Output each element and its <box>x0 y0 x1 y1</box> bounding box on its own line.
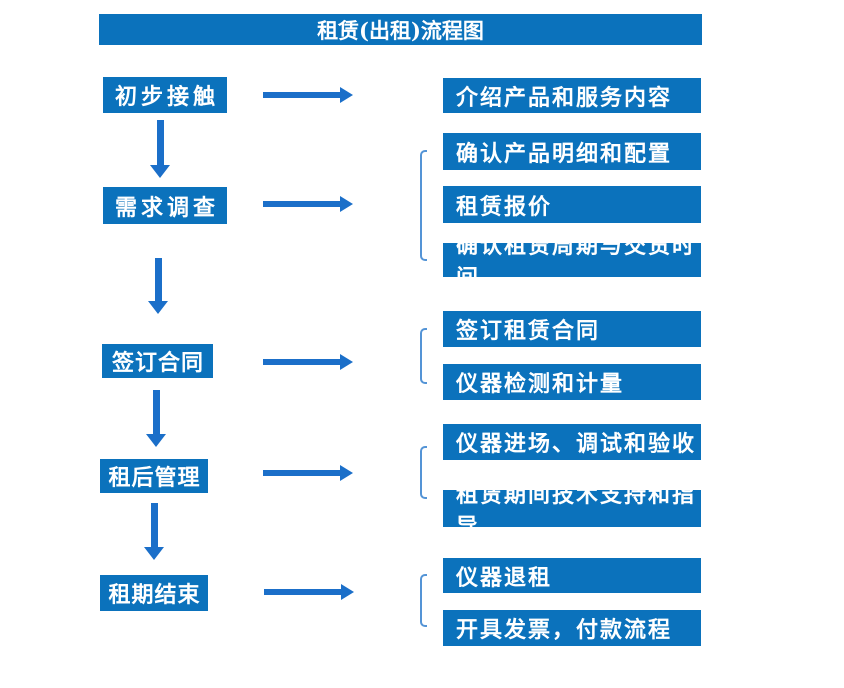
flowchart-title: 租赁(出租)流程图 <box>99 14 702 45</box>
down-arrow-head <box>146 434 166 447</box>
down-arrow-4-icon <box>144 503 164 560</box>
detail-box-instrument-return: 仪器退租 <box>443 558 701 593</box>
detail-box-technical-support: 租赁期间技术支持和指导 <box>443 482 701 540</box>
step-box-post-rental-management: 租后管理 <box>100 459 208 493</box>
right-arrow-shaft <box>263 359 341 365</box>
right-arrow-shaft <box>263 201 341 207</box>
right-arrow-head <box>340 354 353 370</box>
step-box-sign-contract: 签订合同 <box>102 344 213 378</box>
right-arrow-head <box>340 465 353 481</box>
detail-box-rental-quote: 租赁报价 <box>443 186 701 223</box>
right-arrow-2-icon <box>263 196 353 212</box>
right-arrow-head <box>340 87 353 103</box>
down-arrow-head <box>144 547 164 560</box>
right-arrow-5-icon <box>264 584 354 600</box>
right-arrow-shaft <box>263 92 341 98</box>
right-arrow-1-icon <box>263 87 353 103</box>
down-arrow-shaft <box>154 258 162 301</box>
detail-box-instrument-setup-acceptance: 仪器进场、调试和验收 <box>443 424 701 460</box>
group-bracket-rental-end <box>420 574 427 627</box>
right-arrow-4-icon <box>263 465 353 481</box>
down-arrow-1-icon <box>150 120 170 178</box>
step-box-initial-contact: 初步接触 <box>103 77 227 113</box>
right-arrow-head <box>340 196 353 212</box>
right-arrow-shaft <box>263 470 341 476</box>
right-arrow-3-icon <box>263 354 353 370</box>
down-arrow-3-icon <box>146 390 166 447</box>
right-arrow-head <box>341 584 354 600</box>
step-box-rental-end: 租期结束 <box>100 575 208 611</box>
down-arrow-head <box>150 165 170 178</box>
down-arrow-head <box>148 301 168 314</box>
detail-box-instrument-testing: 仪器检测和计量 <box>443 364 701 400</box>
group-bracket-post-rental-management <box>420 446 427 499</box>
detail-box-confirm-product-config: 确认产品明细和配置 <box>443 133 701 170</box>
detail-box-confirm-period-delivery: 确认租赁周期与交货时间 <box>443 233 701 291</box>
right-arrow-shaft <box>264 589 342 595</box>
down-arrow-shaft <box>152 390 160 434</box>
detail-box-invoice-payment: 开具发票，付款流程 <box>443 610 701 646</box>
down-arrow-shaft <box>156 120 164 165</box>
detail-box-introduce-products: 介绍产品和服务内容 <box>443 78 701 113</box>
down-arrow-shaft <box>150 503 158 547</box>
group-bracket-demand-survey <box>420 150 427 261</box>
step-box-demand-survey: 需求调查 <box>103 187 227 224</box>
detail-box-sign-rental-contract: 签订租赁合同 <box>443 311 701 347</box>
group-bracket-sign-contract <box>420 328 427 384</box>
down-arrow-2-icon <box>148 258 168 314</box>
